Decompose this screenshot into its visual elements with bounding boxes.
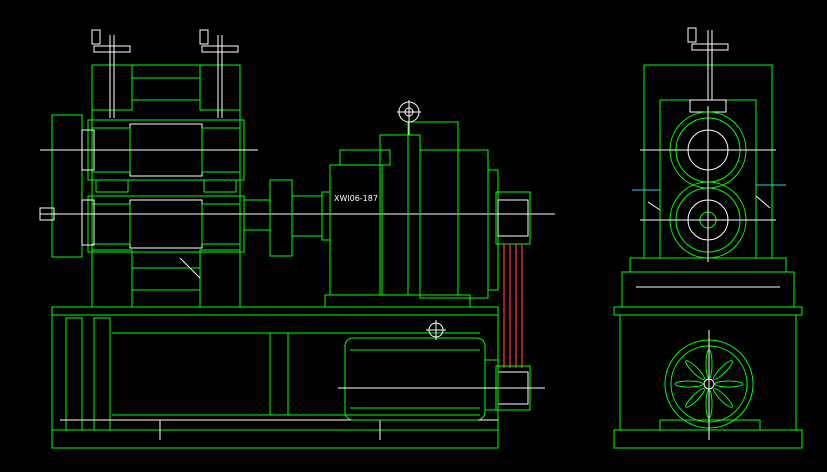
motor: [338, 320, 499, 421]
roll-stand: [39, 29, 555, 308]
side-view: [613, 27, 803, 449]
lower-pulley: [488, 365, 545, 411]
upper-pulley: [495, 191, 531, 245]
base-frame: [51, 306, 499, 449]
coupling: [243, 179, 331, 257]
v-belts: [503, 244, 523, 368]
front-view: XWl06-187: [39, 29, 555, 449]
gearbox: XWl06-187: [324, 100, 499, 308]
gearbox-label: XWl06-187: [334, 194, 378, 203]
